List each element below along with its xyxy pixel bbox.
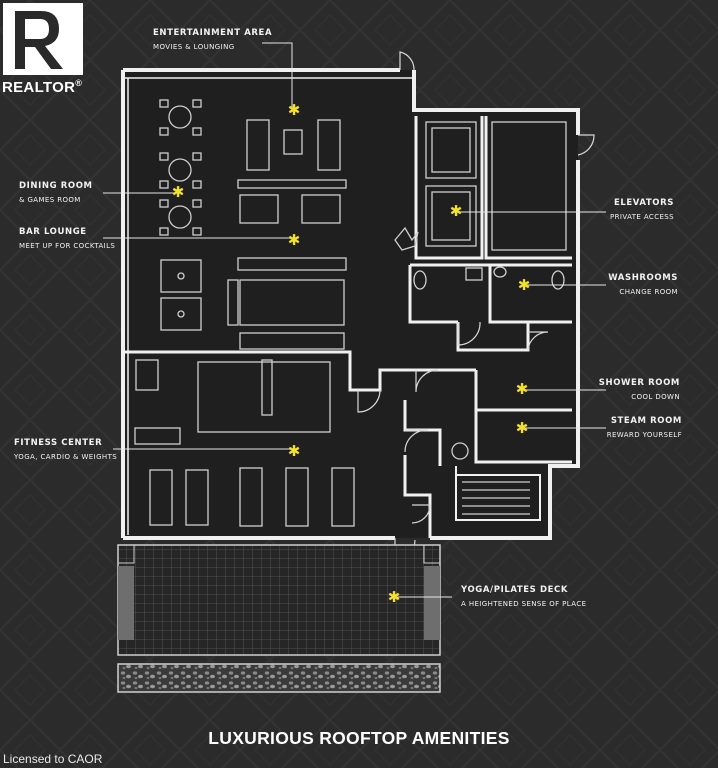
svg-text:✱: ✱ xyxy=(288,101,301,119)
bar-title: BAR LOUNGE xyxy=(19,227,87,237)
label-bar-lounge: BAR LOUNGE MEET UP FOR COCKTAILS xyxy=(19,227,115,250)
svg-text:✱: ✱ xyxy=(388,588,401,606)
star-marker-icon: ✱ ✱ ✱ ✱ ✱ ✱ ✱ ✱ ✱ xyxy=(172,101,531,606)
svg-text:✱: ✱ xyxy=(450,202,463,220)
fitness-subtitle: YOGA, CARDIO & WEIGHTS xyxy=(14,453,118,461)
label-entertainment-area: ENTERTAINMENT AREA MOVIES & LOUNGING xyxy=(153,28,272,51)
fitness-title: FITNESS CENTER xyxy=(14,438,103,448)
svg-text:✱: ✱ xyxy=(516,380,529,398)
washrooms-subtitle: CHANGE ROOM xyxy=(619,288,678,296)
furniture xyxy=(134,99,567,527)
dining-title: DINING ROOM xyxy=(19,181,93,191)
realtor-logo: REALTOR® xyxy=(0,0,86,103)
yoga-deck xyxy=(117,544,441,693)
svg-text:✱: ✱ xyxy=(516,419,529,437)
dining-subtitle: & GAMES ROOM xyxy=(19,196,81,204)
steam-title: STEAM ROOM xyxy=(610,416,682,426)
leader-lines xyxy=(103,42,606,598)
steam-subtitle: REWARD YOURSELF xyxy=(606,431,682,439)
label-steam-room: STEAM ROOM REWARD YOURSELF xyxy=(607,416,682,439)
walls xyxy=(121,68,580,540)
shower-title: SHOWER ROOM xyxy=(598,378,680,388)
label-fitness-center: FITNESS CENTER YOGA, CARDIO & WEIGHTS xyxy=(14,438,117,461)
label-washrooms: WASHROOMS CHANGE ROOM xyxy=(608,273,678,296)
washrooms-title: WASHROOMS xyxy=(608,273,678,283)
label-elevators: ELEVATORS PRIVATE ACCESS xyxy=(610,198,674,221)
label-dining-room: DINING ROOM & GAMES ROOM xyxy=(19,181,93,204)
svg-text:✱: ✱ xyxy=(288,231,301,249)
label-shower-room: SHOWER ROOM COOL DOWN xyxy=(599,378,680,401)
entertainment-subtitle: MOVIES & LOUNGING xyxy=(153,43,235,51)
svg-text:✱: ✱ xyxy=(518,276,531,294)
elevators-subtitle: PRIVATE ACCESS xyxy=(609,213,674,221)
entertainment-title: ENTERTAINMENT AREA xyxy=(153,28,273,38)
label-yoga-deck: YOGA/PILATES DECK A HEIGHTENED SENSE OF … xyxy=(461,585,586,608)
yoga-subtitle: A HEIGHTENED SENSE OF PLACE xyxy=(461,600,587,608)
realtor-brand: REALTOR xyxy=(2,79,76,96)
page-title: LUXURIOUS ROOFTOP AMENITIES xyxy=(208,728,510,748)
svg-text:✱: ✱ xyxy=(288,442,301,460)
yoga-title: YOGA/PILATES DECK xyxy=(461,585,569,595)
bar-subtitle: MEET UP FOR COCKTAILS xyxy=(19,242,116,250)
svg-text:✱: ✱ xyxy=(172,183,185,201)
elevators-title: ELEVATORS xyxy=(613,198,674,208)
shower-subtitle: COOL DOWN xyxy=(631,393,680,401)
license-text: Licensed to CAOR xyxy=(3,752,103,766)
realtor-reg-mark: ® xyxy=(75,78,83,88)
realtor-logo-mark xyxy=(3,3,83,75)
